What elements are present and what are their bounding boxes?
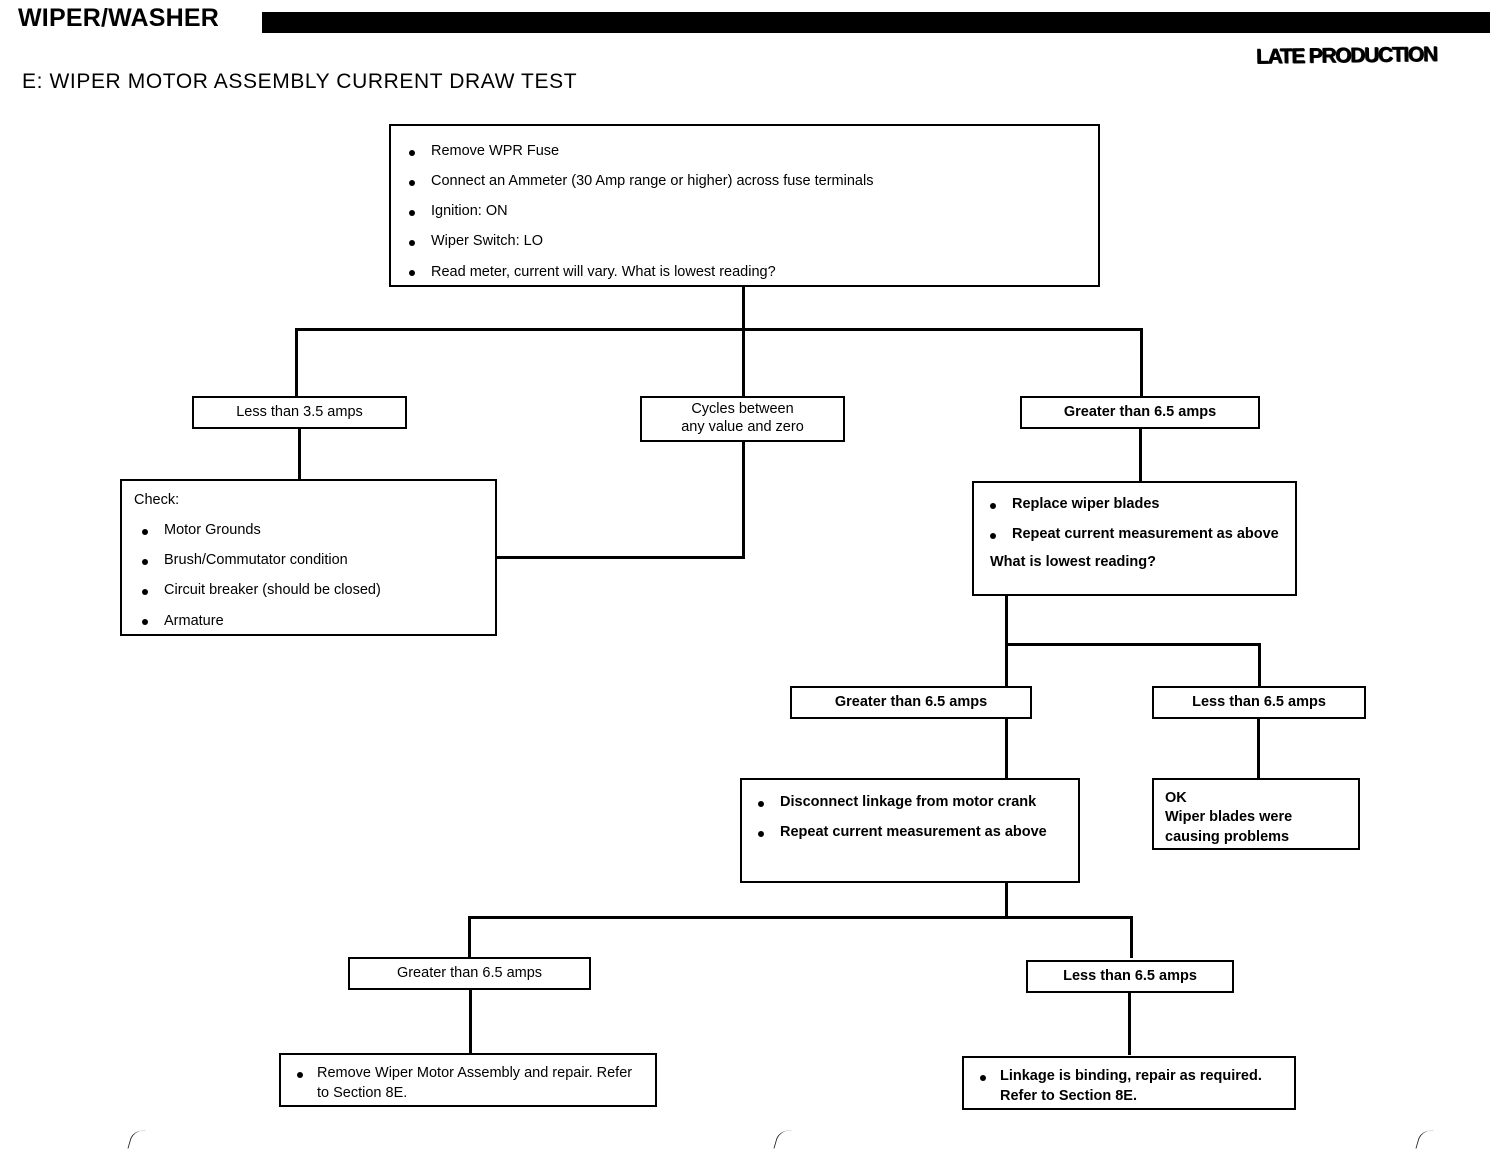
- check-heading: Check:: [134, 492, 180, 508]
- replace-wiper-blades-box: Replace wiper blades Repeat current meas…: [972, 481, 1297, 596]
- list-item: Ignition: ON: [401, 202, 1084, 221]
- test-setup-box: Remove WPR Fuse Connect an Ammeter (30 A…: [389, 124, 1100, 287]
- connector-branch1-bar: [295, 328, 1143, 331]
- connector-start-down: [742, 287, 745, 331]
- decision-label-line2: any value and zero: [681, 419, 804, 435]
- connector-greater65-to-replace: [1139, 429, 1142, 482]
- connector-cycles-down: [742, 442, 745, 559]
- list-item: Brush/Commutator condition: [134, 551, 485, 570]
- remove-motor-list: Remove Wiper Motor Assembly and repair. …: [289, 1064, 647, 1103]
- scan-artifact-mark: [127, 1127, 156, 1152]
- decision-less-than-6-5-amps-2: Less than 6.5 amps: [1152, 686, 1366, 719]
- decision-greater-than-6-5-amps-3: Greater than 6.5 amps: [348, 957, 591, 990]
- decision-label: Less than 3.5 amps: [236, 403, 363, 420]
- connector-branch1-mid-drop: [742, 328, 745, 396]
- connector-branch1-left-drop: [295, 328, 298, 397]
- decision-greater-than-6-5-amps-2: Greater than 6.5 amps: [790, 686, 1032, 719]
- scan-artifact-mark: [773, 1127, 802, 1152]
- page-header-title: WIPER/WASHER: [18, 4, 220, 32]
- list-item: Repeat current measurement as above: [750, 823, 1068, 842]
- list-item: Remove Wiper Motor Assembly and repair. …: [289, 1064, 647, 1103]
- list-item: Remove WPR Fuse: [401, 142, 1084, 161]
- list-item: Armature: [134, 612, 485, 631]
- decision-label: Greater than 6.5 amps: [1063, 403, 1217, 420]
- scan-artifact-mark: [1415, 1127, 1444, 1152]
- header-black-bar: [262, 12, 1490, 33]
- remove-motor-assembly-box: Remove Wiper Motor Assembly and repair. …: [279, 1053, 657, 1107]
- linkage-binding-list: Linkage is binding, repair as required. …: [972, 1067, 1286, 1106]
- list-item: Motor Grounds: [134, 521, 485, 540]
- list-item: Read meter, current will vary. What is l…: [401, 263, 1084, 282]
- decision-label: Greater than 6.5 amps: [396, 964, 543, 981]
- list-item: Linkage is binding, repair as required. …: [972, 1067, 1286, 1106]
- connector-branch3-left-drop: [468, 916, 471, 958]
- test-setup-list: Remove WPR Fuse Connect an Ammeter (30 A…: [401, 142, 1084, 282]
- ok-line-3: causing problems: [1165, 828, 1290, 845]
- decision-label: Greater than 6.5 amps: [834, 693, 988, 710]
- list-item: Replace wiper blades: [982, 495, 1285, 514]
- replace-blades-question: What is lowest reading?: [990, 554, 1156, 571]
- decision-greater-than-6-5-amps-1: Greater than 6.5 amps: [1020, 396, 1260, 429]
- connector-disconnect-down: [1005, 883, 1008, 919]
- connector-cycles-left: [497, 556, 745, 559]
- connector-branch3-right-drop: [1130, 916, 1133, 958]
- connector-greater65-to-remove-motor: [469, 990, 472, 1055]
- connector-replace-down: [1005, 596, 1008, 646]
- decision-less-than-3-5-amps: Less than 3.5 amps: [192, 396, 407, 429]
- late-production-stamp: LATE PRODUCTION: [1255, 42, 1437, 69]
- connector-less35-to-check: [298, 429, 301, 479]
- list-item: Circuit breaker (should be closed): [134, 581, 485, 600]
- decision-less-than-6-5-amps-3: Less than 6.5 amps: [1026, 960, 1234, 993]
- connector-branch2-left-drop: [1005, 643, 1008, 687]
- check-list: Motor Grounds Brush/Commutator condition…: [134, 521, 485, 631]
- list-item: Connect an Ammeter (30 Amp range or high…: [401, 172, 1084, 191]
- disconnect-linkage-box: Disconnect linkage from motor crank Repe…: [740, 778, 1080, 883]
- connector-branch2-bar: [1005, 643, 1261, 646]
- connector-branch1-right-drop: [1140, 328, 1143, 397]
- ok-line-2: Wiper blades were: [1165, 809, 1293, 826]
- ok-result-box: OK Wiper blades were causing problems: [1152, 778, 1360, 850]
- list-item: Disconnect linkage from motor crank: [750, 793, 1068, 812]
- connector-branch2-right-drop: [1258, 643, 1261, 687]
- disconnect-linkage-list: Disconnect linkage from motor crank Repe…: [750, 793, 1068, 842]
- page-title: E: WIPER MOTOR ASSEMBLY CURRENT DRAW TES…: [22, 70, 578, 93]
- check-items-box: Check: Motor Grounds Brush/Commutator co…: [120, 479, 497, 636]
- decision-label: Less than 6.5 amps: [1063, 967, 1197, 984]
- decision-label: Less than 6.5 amps: [1192, 693, 1326, 710]
- list-item: Repeat current measurement as above: [982, 525, 1285, 544]
- connector-less65-to-ok: [1257, 719, 1260, 779]
- replace-blades-list: Replace wiper blades Repeat current meas…: [982, 495, 1285, 544]
- decision-cycles-between: Cycles between any value and zero: [640, 396, 845, 442]
- list-item: Wiper Switch: LO: [401, 232, 1084, 251]
- connector-branch3-bar: [468, 916, 1133, 919]
- connector-less65-to-linkage-binding: [1128, 993, 1131, 1055]
- linkage-binding-box: Linkage is binding, repair as required. …: [962, 1056, 1296, 1110]
- connector-greater65-to-disconnect: [1005, 719, 1008, 779]
- decision-label-line1: Cycles between: [691, 401, 794, 418]
- ok-line-1: OK: [1165, 790, 1187, 806]
